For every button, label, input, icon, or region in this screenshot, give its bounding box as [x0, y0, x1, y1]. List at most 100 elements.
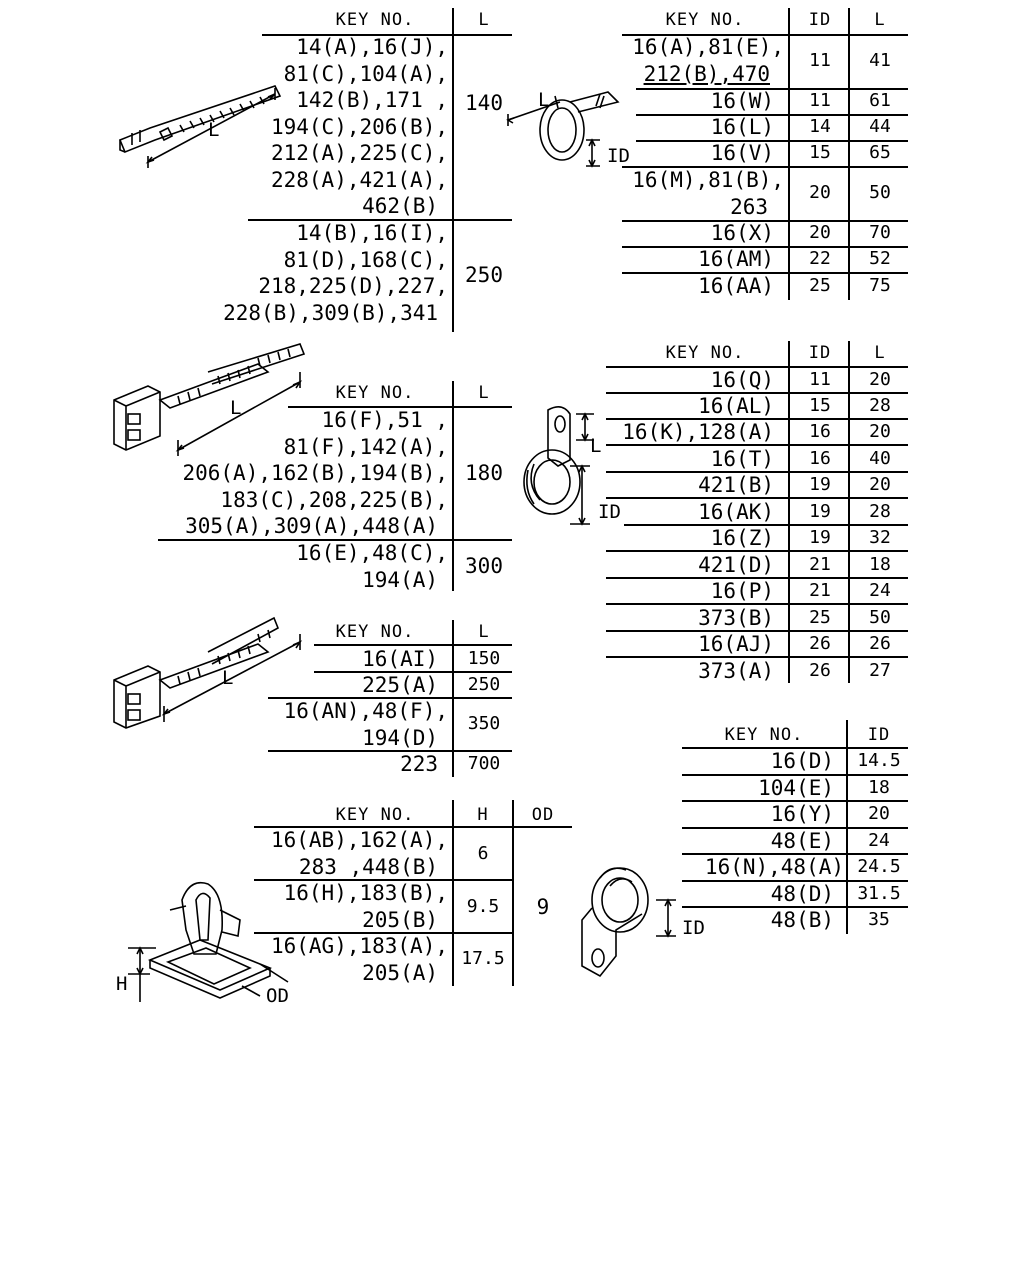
value-l: 28 — [869, 395, 891, 416]
value-l: 150 — [467, 648, 501, 669]
value-id: 20 — [809, 182, 831, 203]
value-l: 350 — [467, 713, 501, 734]
value-l: 250 — [465, 263, 503, 287]
key-line: 16(AG),183(A), — [270, 934, 448, 958]
value-id: 21 — [809, 554, 831, 575]
key-line: 421(D) — [698, 553, 774, 577]
value-l: 61 — [869, 90, 891, 111]
key-line: 218,225(D),227, — [258, 274, 448, 298]
value-id: 22 — [809, 248, 831, 269]
key-line: 225(A) — [362, 673, 438, 697]
retainer-clip-figure: H OD — [116, 881, 289, 1007]
key-line: 16(K),128(A) — [622, 420, 774, 444]
header-key-no: KEY NO. — [665, 10, 745, 30]
value-id: 15 — [809, 395, 831, 416]
dimension-label-l: L — [538, 89, 549, 111]
value-l: 140 — [465, 91, 503, 115]
value-id: 19 — [809, 474, 831, 495]
key-line: 16(AM) — [698, 247, 774, 271]
value-l: 250 — [467, 674, 501, 695]
key-line: 263 — [730, 195, 768, 219]
key-line: 183(C),208,225(B), — [220, 488, 448, 512]
value-l: 70 — [869, 222, 891, 243]
value-id: 16 — [809, 448, 831, 469]
key-line: 142(B),171 , — [296, 88, 448, 112]
key-line: 48(E) — [770, 829, 834, 853]
value-l: 180 — [465, 461, 503, 485]
value-od: 9 — [536, 895, 550, 919]
key-line: 16(W) — [710, 89, 774, 113]
value-l: 41 — [869, 50, 891, 71]
key-line: 16(M),81(B), — [632, 168, 784, 192]
value-id: 15 — [809, 142, 831, 163]
key-line: 16(D) — [770, 749, 834, 773]
key-line: 16(Y) — [770, 802, 834, 826]
key-line: 16(AB),162(A), — [270, 828, 448, 852]
key-line: 104(E) — [758, 776, 834, 800]
key-line: 223 — [400, 752, 438, 776]
key-line: 194(A) — [362, 568, 438, 592]
header-l: L — [874, 10, 886, 30]
key-line: 206(A),162(B),194(B), — [182, 461, 448, 485]
value-l: 32 — [869, 527, 891, 548]
key-line: 16(P) — [710, 579, 774, 603]
key-line: 16(AK) — [698, 500, 774, 524]
value-id: 11 — [809, 50, 831, 71]
key-line: 16(N),48(A) — [704, 855, 844, 879]
value-l: 20 — [869, 369, 891, 390]
value-l: 300 — [465, 554, 503, 578]
header-key-no: KEY NO. — [335, 10, 415, 30]
key-line: 212(A),225(C), — [270, 141, 448, 165]
value-l: 27 — [869, 660, 891, 681]
key-line: 48(D) — [770, 882, 834, 906]
value-id: 26 — [809, 660, 831, 681]
value-l: 50 — [869, 182, 891, 203]
key-line: 462(B) — [362, 194, 438, 218]
value-id: 16 — [809, 421, 831, 442]
header-l: L — [478, 10, 490, 30]
value-id: 14.5 — [857, 750, 901, 771]
key-line: 16(AN),48(F), — [283, 699, 448, 723]
key-line: 228(B),309(B),341 — [223, 301, 438, 325]
value-id: 26 — [809, 633, 831, 654]
key-line: 81(F),142(A), — [283, 435, 448, 459]
value-l: 20 — [869, 421, 891, 442]
value-l: 26 — [869, 633, 891, 654]
dimension-label-l: L — [590, 435, 601, 457]
key-line: 14(B),16(I), — [296, 221, 448, 245]
value-id: 35 — [868, 909, 890, 930]
value-id: 24 — [868, 830, 890, 851]
key-line: 212(B),470 — [643, 62, 770, 86]
dimension-label-id: ID — [607, 145, 630, 167]
header-key-no: KEY NO. — [724, 725, 804, 745]
value-l: 24 — [869, 580, 891, 601]
value-l: 28 — [869, 501, 891, 522]
key-line: 16(AA) — [698, 274, 774, 298]
key-line: 373(B) — [698, 606, 774, 630]
header-id: ID — [808, 343, 832, 363]
header-l: L — [874, 343, 886, 363]
key-line: 16(H),183(B), — [283, 881, 448, 905]
key-line: 16(T) — [710, 447, 774, 471]
dimension-label-l: L — [222, 667, 233, 689]
header-id: ID — [808, 10, 832, 30]
header-key-no: KEY NO. — [335, 383, 415, 403]
key-line: 305(A),309(A),448(A) — [185, 514, 438, 538]
header-key-no: KEY NO. — [335, 805, 415, 825]
value-l: 75 — [869, 275, 891, 296]
value-id: 19 — [809, 501, 831, 522]
value-l: 700 — [467, 753, 501, 774]
value-l: 50 — [869, 607, 891, 628]
value-h: 17.5 — [461, 948, 505, 969]
value-id: 11 — [809, 90, 831, 111]
loop-clamp-figure: L ID — [506, 89, 630, 168]
header-key-no: KEY NO. — [335, 622, 415, 642]
value-id: 21 — [809, 580, 831, 601]
key-line: 16(L) — [710, 115, 774, 139]
key-line: 81(D),168(C), — [283, 248, 448, 272]
dimension-label-l: L — [230, 397, 241, 419]
header-od: OD — [531, 805, 555, 825]
key-line: 16(AL) — [698, 394, 774, 418]
key-line: 373(A) — [698, 659, 774, 683]
value-id: 20 — [868, 803, 890, 824]
